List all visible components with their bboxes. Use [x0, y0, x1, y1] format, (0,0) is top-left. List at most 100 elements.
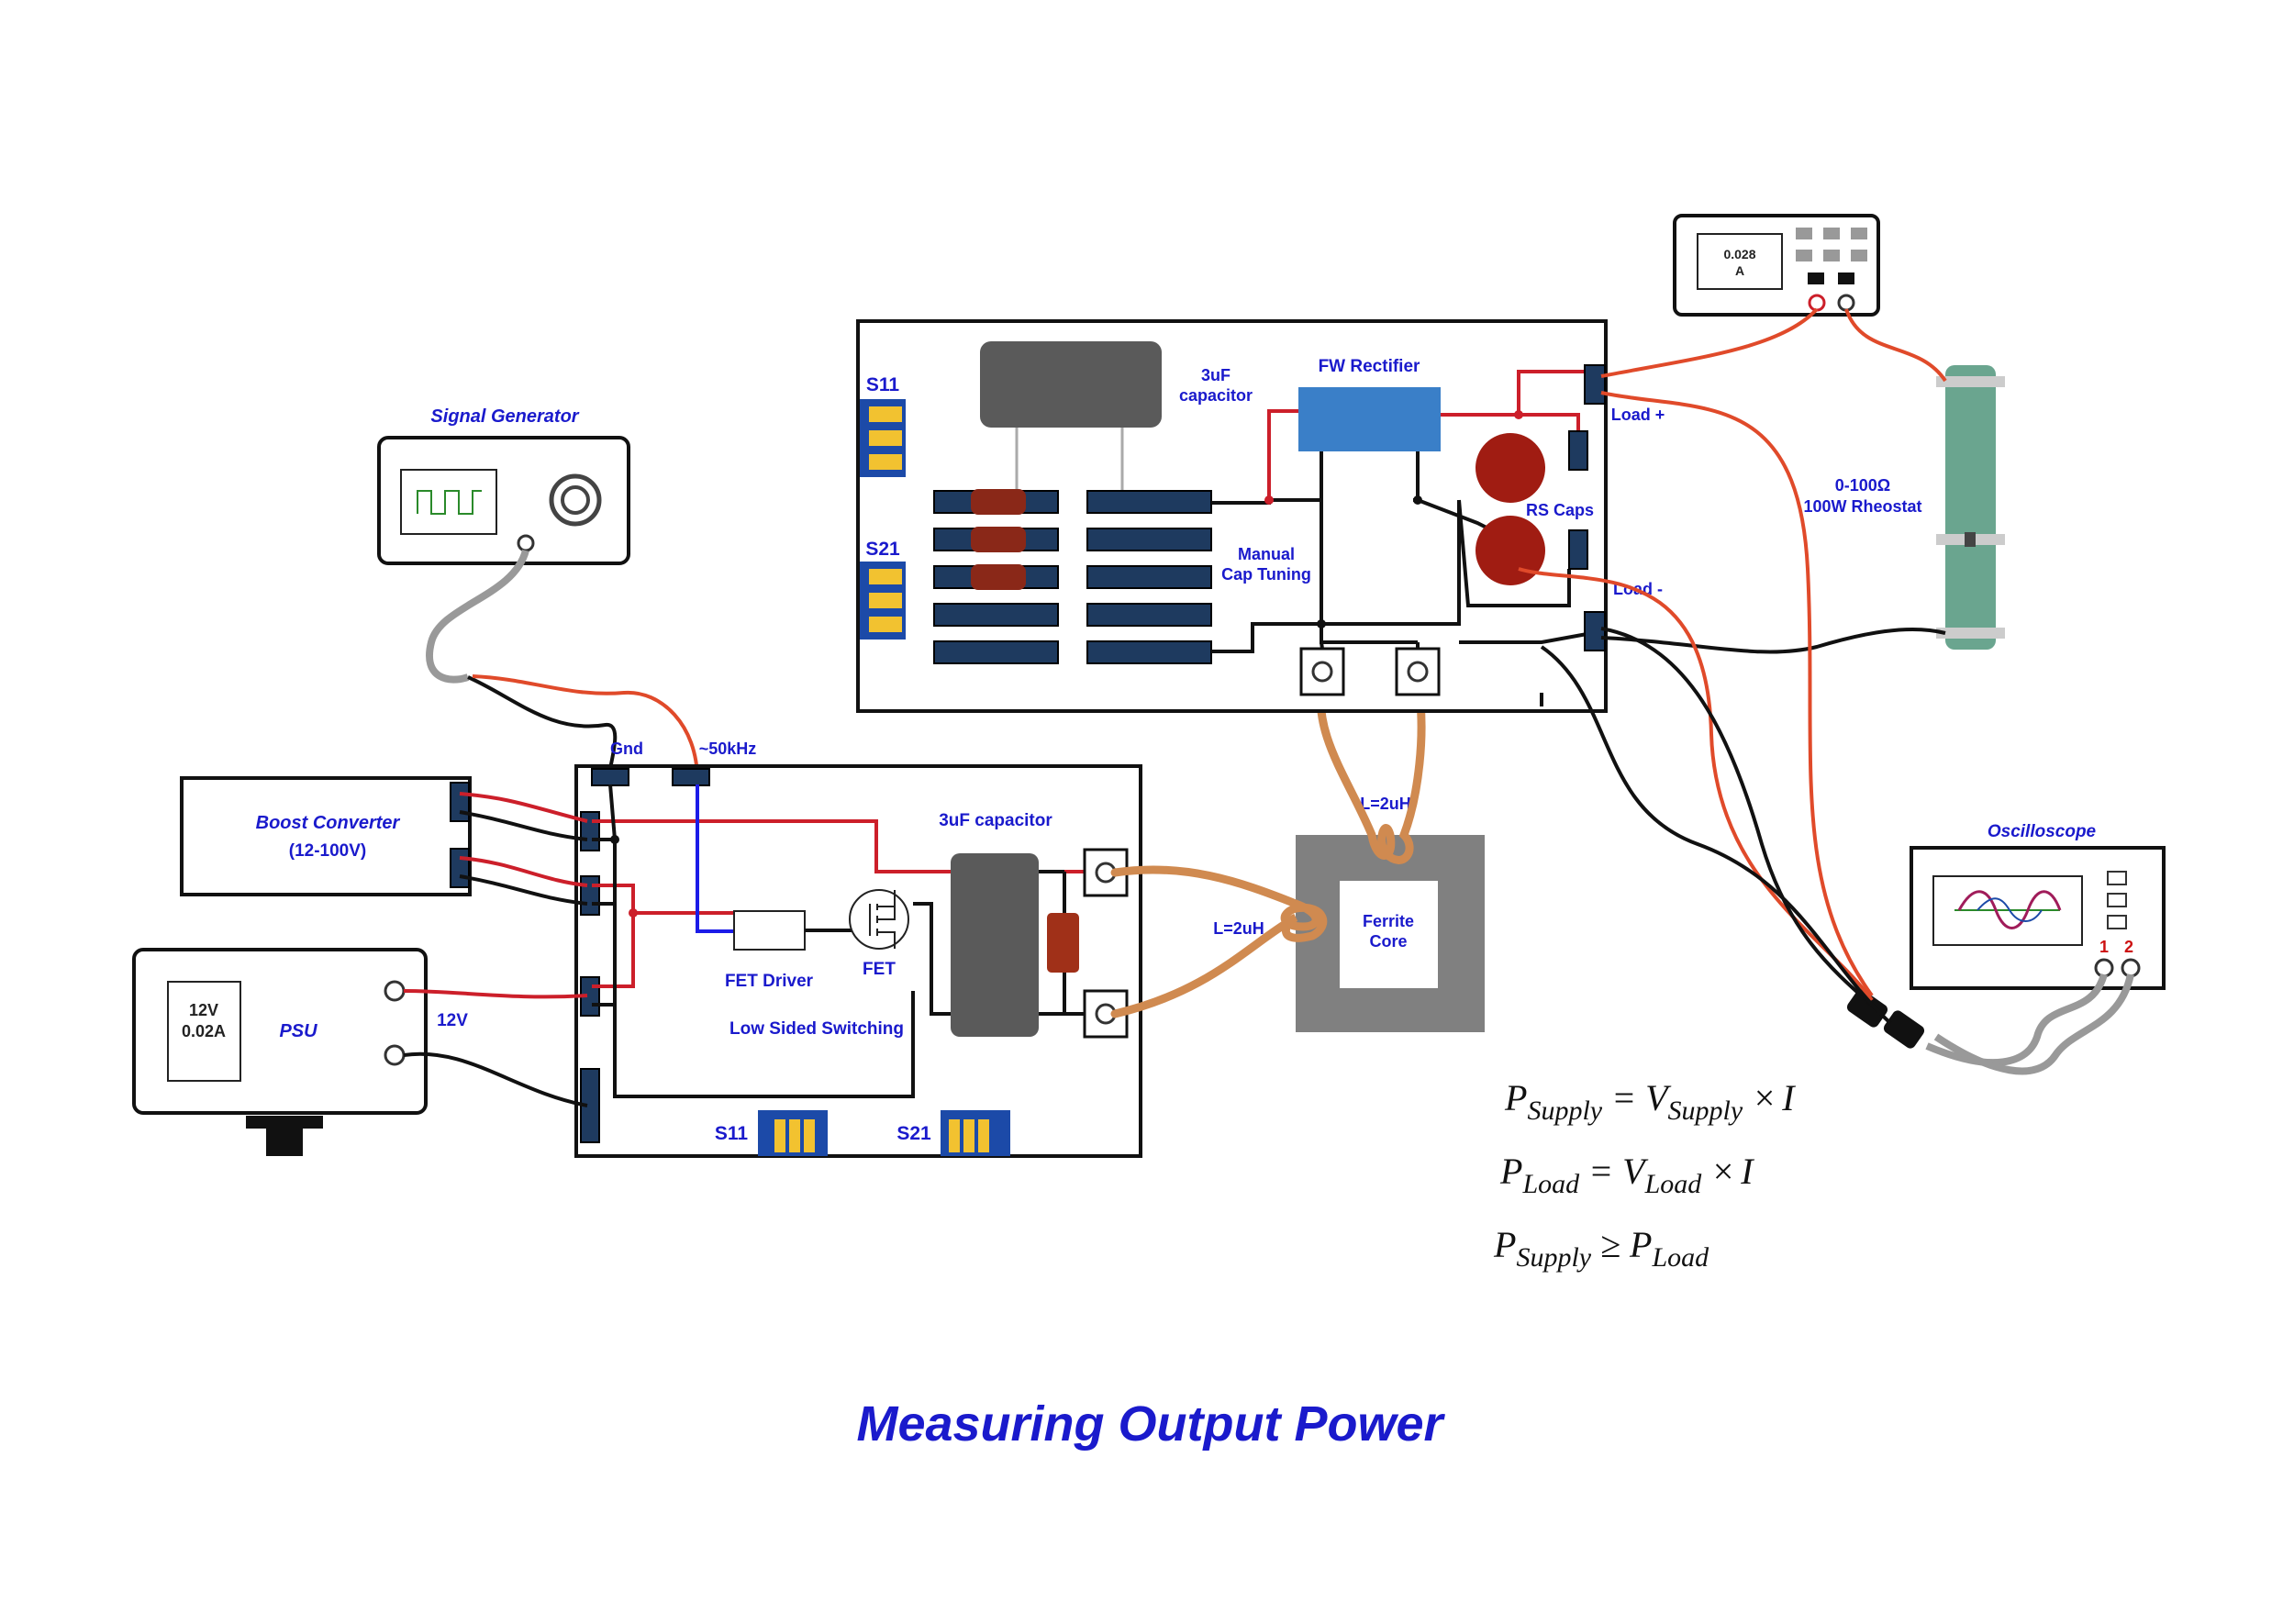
- boost-output-header[interactable]: [450, 848, 470, 888]
- gnd-label: Gnd: [610, 740, 643, 758]
- rheostat: 0-100Ω 100W Rheostat: [1803, 365, 2005, 650]
- tuning-label-1: Manual: [1238, 545, 1295, 563]
- freq-label: ~50kHz: [699, 740, 757, 758]
- rx-s11-label: S11: [866, 374, 900, 395]
- tuning-cap-3: [971, 564, 1026, 590]
- power-equations: PSupply=VSupply×I PLoad=VLoad×I PSupply≥…: [1493, 1077, 1796, 1273]
- cap-header-r3[interactable]: [1086, 565, 1212, 589]
- probe-1-positive: [1600, 391, 1874, 997]
- page-title: Measuring Output Power: [856, 1396, 1445, 1452]
- s11-label: S11: [715, 1123, 749, 1144]
- load-plus-header[interactable]: [1584, 364, 1606, 405]
- fet-driver: [733, 910, 806, 951]
- signal-cable: [426, 549, 529, 684]
- ammeter-value: 0.028: [1723, 247, 1755, 261]
- rx-capacitor-label-1: 3uF: [1201, 366, 1231, 384]
- psu-positive-terminal[interactable]: [384, 980, 406, 1002]
- rx-capacitor: [980, 341, 1162, 428]
- boost-input-header[interactable]: [450, 782, 470, 822]
- square-wave-icon: [417, 490, 482, 515]
- coil-top-label: L=2uH: [1360, 795, 1411, 813]
- scope-ch2-label: 2: [2124, 938, 2133, 956]
- scope-ch1-input[interactable]: [2094, 958, 2114, 978]
- driver-capacitor: [951, 853, 1039, 1037]
- driver-capacitor-label: 3uF capacitor: [939, 811, 1052, 830]
- fet-driver-label: FET Driver: [725, 972, 814, 991]
- psu-negative-terminal[interactable]: [384, 1044, 406, 1066]
- oscilloscope: Oscilloscope 1 2: [1910, 822, 2166, 990]
- scope-ch1-label: 1: [2099, 938, 2109, 956]
- cap-header-r4[interactable]: [1086, 603, 1212, 627]
- ammeter: 0.028 A: [1673, 214, 1880, 317]
- cap-header-r1[interactable]: [1086, 490, 1212, 514]
- scope-ch2-input[interactable]: [2121, 958, 2141, 978]
- driver-board-outline: [574, 764, 1142, 1158]
- boost-in-header[interactable]: [580, 811, 600, 851]
- ammeter-positive-terminal[interactable]: [1808, 294, 1826, 312]
- tuning-label-2: Cap Tuning: [1221, 565, 1311, 584]
- boost-out-header[interactable]: [580, 875, 600, 916]
- cap-header-l5[interactable]: [933, 640, 1059, 664]
- equation-3: PSupply≥PLoad: [1493, 1224, 1709, 1273]
- scope-button-1[interactable]: [2107, 871, 2127, 885]
- fw-rectifier: [1298, 387, 1441, 451]
- rheostat-range: 0-100Ω: [1835, 476, 1890, 495]
- ammeter-negative-terminal[interactable]: [1837, 294, 1855, 312]
- signal-generator-knob[interactable]: [549, 473, 602, 527]
- rheostat-wiper[interactable]: [1965, 532, 1976, 547]
- ferrite-core: Ferrite Core L=2uH L=2uH: [1213, 795, 1485, 1032]
- probe-clip-1[interactable]: [1845, 987, 1890, 1029]
- cap-header-l4[interactable]: [933, 603, 1059, 627]
- s21-label: S21: [896, 1123, 931, 1144]
- tuning-cap-1: [971, 489, 1026, 515]
- rheostat-body: [1945, 365, 1996, 650]
- ferrite-core-label-2: Core: [1369, 932, 1407, 951]
- secondary-coil: [1316, 676, 1426, 864]
- ammeter-display: [1697, 233, 1783, 290]
- switching-label: Low Sided Switching: [729, 1019, 904, 1039]
- probe-1-ground: [1600, 627, 1878, 1011]
- probe-2-ground: [1540, 645, 1892, 1025]
- signal-generator: Signal Generator: [377, 406, 630, 565]
- load-minus-header[interactable]: [1584, 611, 1606, 651]
- driver-board: Gnd ~50kHz FET Driver FET Low Sided Swit…: [574, 740, 1142, 1158]
- boost-converter: Boost Converter (12-100V): [180, 776, 472, 896]
- psu-label: PSU: [279, 1021, 317, 1041]
- ammeter-unit: A: [1735, 263, 1744, 278]
- fet-label: FET: [863, 960, 896, 979]
- rs-cap-2: [1476, 516, 1545, 585]
- receiver-board: S11 S21 3uF capacitor Manu: [856, 319, 1665, 713]
- psu-output-label: 12V: [437, 1011, 468, 1030]
- ammeter-to-rheostat: [1844, 308, 1947, 383]
- resistor: [1047, 913, 1079, 973]
- psu-display: [167, 981, 241, 1082]
- scope-button-2[interactable]: [2107, 893, 2127, 907]
- oscilloscope-label: Oscilloscope: [1988, 822, 2097, 841]
- coil-left-label: L=2uH: [1213, 919, 1264, 938]
- signal-generator-output-jack[interactable]: [517, 534, 535, 552]
- rs-cap-1: [1476, 433, 1545, 503]
- boost-converter-label: Boost Converter: [256, 813, 401, 833]
- signal-gnd-wire: [467, 675, 618, 781]
- rs-header-bottom[interactable]: [1568, 529, 1588, 570]
- load-plus-to-ammeter: [1600, 307, 1819, 378]
- signal-header[interactable]: [672, 768, 710, 786]
- signal-generator-label: Signal Generator: [430, 406, 579, 427]
- cap-header-r5[interactable]: [1086, 640, 1212, 664]
- load-plus-label: Load +: [1611, 406, 1665, 424]
- psu: 12V 0.02A PSU 12V: [132, 948, 468, 1156]
- gnd-header[interactable]: [591, 768, 629, 786]
- psu-display-current: 0.02A: [182, 1022, 226, 1040]
- cap-header-r2[interactable]: [1086, 528, 1212, 551]
- boost-converter-body: [180, 776, 472, 896]
- rectifier-label: FW Rectifier: [1319, 357, 1420, 376]
- probe-clip-2[interactable]: [1882, 1008, 1927, 1051]
- rs-header-top[interactable]: [1568, 430, 1588, 471]
- cap-tuning-bank: [933, 489, 1212, 664]
- probe-2-positive: [1518, 567, 1874, 1002]
- rheostat-name: 100W Rheostat: [1803, 497, 1921, 516]
- scope-button-3[interactable]: [2107, 915, 2127, 929]
- ferrite-core-label-1: Ferrite: [1363, 912, 1414, 930]
- signal-out-wire: [472, 674, 699, 781]
